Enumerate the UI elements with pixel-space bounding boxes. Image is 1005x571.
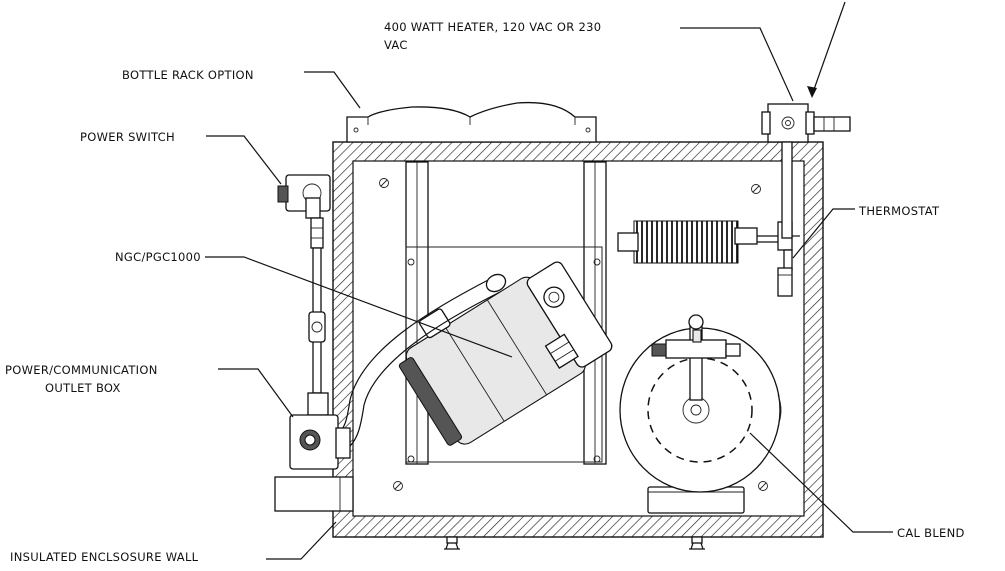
cal-blend-label: CAL BLEND: [897, 526, 965, 540]
power-switch: [277, 174, 331, 219]
enclosure-wall-label: INSULATED ENCLSOSURE WALL: [10, 550, 199, 564]
ngc-cable-fitting: [485, 273, 507, 293]
mounting-rail-right: [583, 161, 607, 465]
outlet-box-label-line2: OUTLET BOX: [45, 381, 121, 395]
heater-conduit: [781, 141, 793, 271]
heater-label-line1: 400 WATT HEATER, 120 VAC OR 230: [384, 20, 601, 34]
thermostat: [777, 267, 793, 297]
ngc-pgc1000-unit: [398, 261, 613, 446]
power-switch-label: POWER SWITCH: [80, 130, 175, 144]
thermostat-label: THERMOSTAT: [858, 204, 940, 218]
heater-controller-box: [761, 103, 851, 143]
bottle-rack-label: BOTTLE RACK OPTION: [122, 68, 254, 82]
power-communication-outlet-box: [274, 414, 354, 512]
mounting-screws: [379, 178, 768, 491]
bottle-rack: [346, 101, 597, 143]
ngc-label: NGC/PGC1000: [115, 250, 201, 264]
enclosure-feet: [444, 536, 705, 550]
ngc-cable-conduit: [334, 277, 493, 437]
leader-lines: [205, 1, 893, 560]
power-conduit: [307, 217, 329, 416]
outlet-box-label-line1: POWER/COMMUNICATION: [5, 363, 158, 377]
heater-label-line2: VAC: [384, 38, 408, 52]
mounting-rail-left: [405, 161, 429, 465]
cal-blend-bottle: [619, 314, 782, 514]
